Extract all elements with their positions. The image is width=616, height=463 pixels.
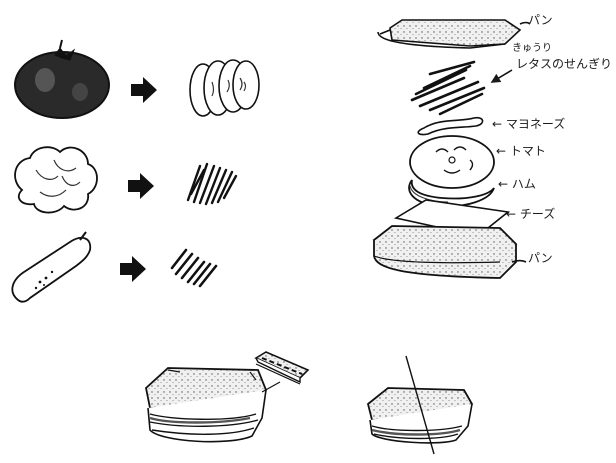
right-arrow-icon: [120, 256, 146, 282]
cucumber-strips-icon: [172, 250, 216, 286]
bread-bottom-slice: [374, 226, 516, 278]
label-tomato: ← トマト: [496, 145, 546, 158]
sandwich-cut-piece: [256, 352, 308, 384]
lettuce-cucumber-layer: [412, 62, 484, 114]
right-arrow-icon: [131, 77, 157, 103]
label-cheese: ← チーズ: [506, 208, 555, 221]
shredded-lettuce-icon: [188, 164, 236, 204]
cucumber-icon: [12, 232, 90, 302]
right-arrow-icon: [128, 173, 154, 199]
label-bread-bottom: パン: [528, 252, 553, 265]
label-bread-top: パン: [528, 14, 553, 27]
tomato-icon: [15, 40, 109, 118]
lettuce-icon: [15, 147, 97, 212]
tomato-slices-icon: [190, 60, 259, 116]
tomato-slice-layer: [410, 136, 494, 188]
bread-top-slice: [378, 20, 520, 48]
label-ham: ← ハム: [498, 178, 536, 191]
assembled-sandwich-left: [146, 368, 266, 442]
mayonnaise-layer: [418, 118, 482, 135]
label-mayonnaise: ← マヨネーズ: [492, 118, 565, 131]
assembled-sandwich-right: [368, 388, 472, 443]
label-shredded-lettuce: レタスのせんぎり: [516, 58, 612, 71]
label-cucumber: きゅうり: [512, 42, 552, 55]
